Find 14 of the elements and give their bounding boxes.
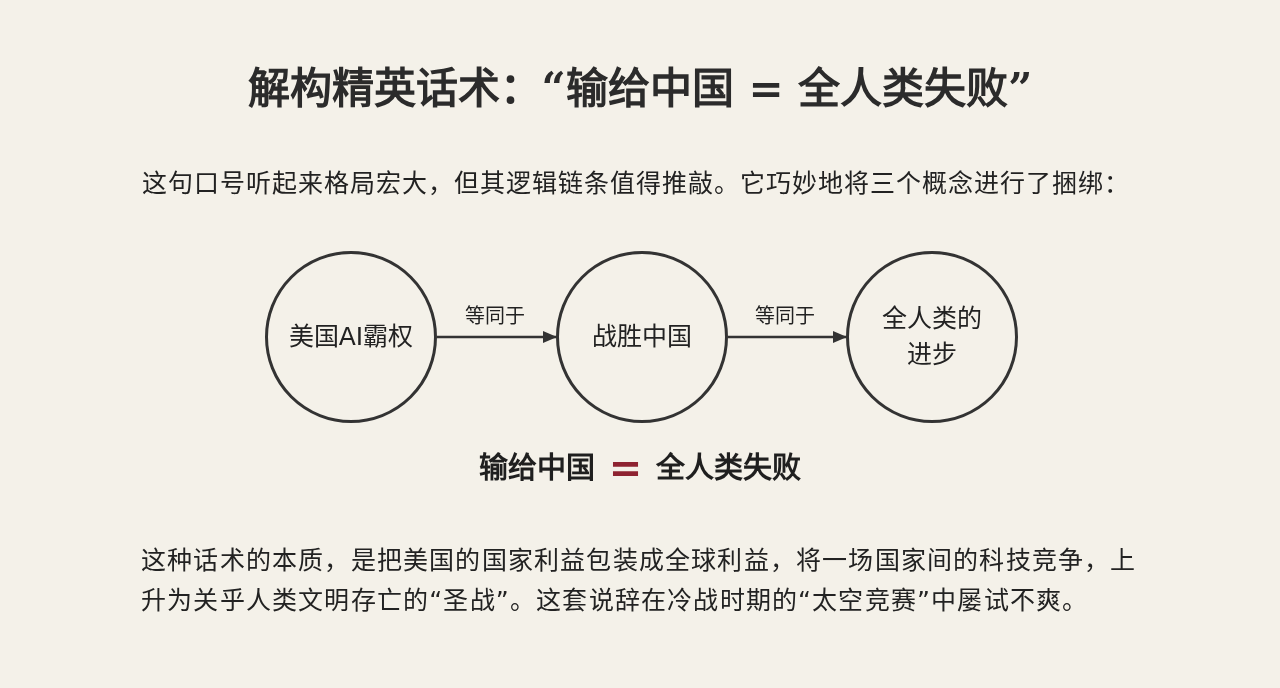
equals-sign: = [607, 446, 644, 490]
title: 解构精英话术：“输给中国 = 全人类失败” [246, 63, 1034, 115]
arrow [437, 331, 557, 343]
circle-node [556, 251, 728, 423]
node-label: 战胜中国 [592, 321, 692, 353]
arrow [728, 331, 847, 343]
circle-node [846, 251, 1018, 423]
intro-text: 这句口号听起来格局宏大，但其逻辑链条值得推敲。它巧妙地将三个概念进行了捆绑： [142, 168, 1130, 200]
node-label: 美国AI霸权 [288, 321, 414, 353]
summary-text: 全人类失败 [656, 450, 802, 487]
circle-node [265, 251, 437, 423]
node-label: 全人类的进步 [881, 303, 983, 371]
paragraph: 这种话术的本质，是把美国的国家利益包装成全球利益，将一场国家间的科技竞争，上升为关乎人类文明存亡的“圣战”。这套说辞在冷战时期的“太空竞赛”中屡试不爽。 [141, 545, 1138, 617]
summary-text: 输给中国 [478, 450, 595, 487]
